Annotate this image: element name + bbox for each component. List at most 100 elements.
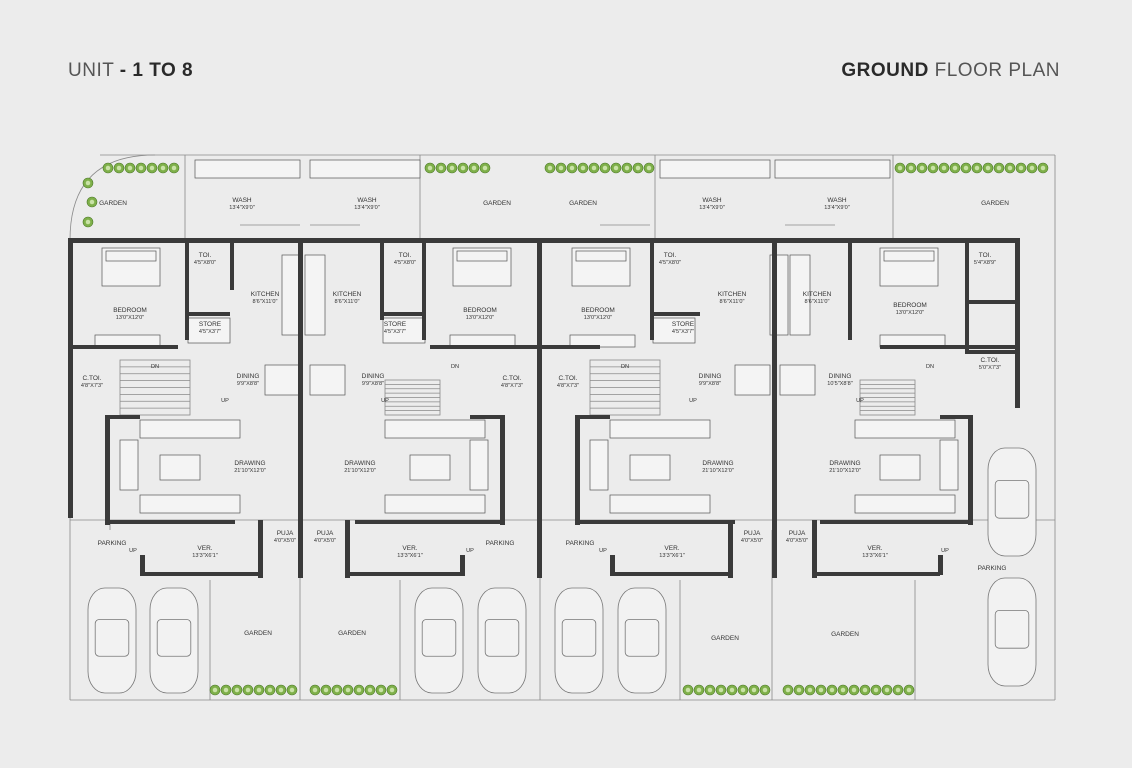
wall [380, 240, 384, 320]
room-label-dining: DINING [237, 373, 260, 380]
room-label-store: STORE [672, 321, 695, 328]
room-label-toi: TOI. [399, 252, 412, 259]
wall [298, 238, 303, 578]
sofa-icon [139, 494, 241, 514]
room-label-dining-dimension: 9'9"X8'8" [699, 381, 721, 387]
room-label-wash: WASH [702, 197, 722, 204]
plant-center-icon [367, 687, 373, 693]
car-roof-icon [624, 619, 660, 657]
room-label-drawing: DRAWING [829, 460, 860, 467]
car-roof-icon [156, 619, 192, 657]
room-label-ctoi: C.TOI. [82, 375, 101, 382]
unit-title: UNIT - 1 TO 8 [68, 60, 193, 82]
room-label-ctoi: C.TOI. [558, 375, 577, 382]
stair-marker: DN [926, 364, 934, 370]
wall [185, 312, 230, 316]
room-label-wash-dimension: 13'4"X9'0" [229, 205, 254, 211]
plant-center-icon [427, 165, 433, 171]
room-label-dining-dimension: 10'5"X8'8" [827, 381, 852, 387]
room-label-ctoi-dimension: 4'8"X7'3" [557, 383, 579, 389]
wall [105, 415, 140, 419]
sofa-icon [609, 494, 711, 514]
wall [938, 555, 943, 575]
plant-center-icon [460, 165, 466, 171]
car-roof-icon [994, 610, 1030, 649]
plant-center-icon [323, 687, 329, 693]
room-label-garden: GARDEN [244, 630, 272, 637]
room-label-dining-dimension: 9'9"X8'8" [237, 381, 259, 387]
plant-center-icon [547, 165, 553, 171]
sofa-icon [384, 494, 486, 514]
room-label-bedroom: BEDROOM [581, 307, 615, 314]
room-label-kitchen: KITCHEN [803, 291, 832, 298]
plant-center-icon [105, 165, 111, 171]
wall [575, 415, 610, 419]
wall [848, 240, 852, 340]
room-label-toi: TOI. [199, 252, 212, 259]
wall [380, 312, 425, 316]
plant-center-icon [127, 165, 133, 171]
plant-center-icon [930, 165, 936, 171]
room-label-toi-dimension: 4'5"X8'0" [659, 260, 681, 266]
plant-center-icon [85, 180, 91, 186]
wall [1015, 238, 1020, 408]
plant-center-icon [897, 165, 903, 171]
room-label-wash: WASH [827, 197, 847, 204]
wall [812, 520, 817, 578]
plant-center-icon [558, 165, 564, 171]
room-label-puja: PUJA [277, 530, 294, 537]
room-label-parking: PARKING [566, 540, 595, 547]
wall [350, 572, 465, 576]
room-label-drawing: DRAWING [234, 460, 265, 467]
plant-center-icon [160, 165, 166, 171]
floor-title-bold: GROUND [841, 60, 929, 81]
plant-center-icon [996, 165, 1002, 171]
room-label-wash: WASH [357, 197, 377, 204]
room-label-wash-dimension: 13'4"X9'0" [824, 205, 849, 211]
plant-center-icon [646, 165, 652, 171]
dining-table-icon [264, 364, 301, 396]
sofa-icon [384, 419, 486, 439]
plant-center-icon [707, 687, 713, 693]
wall [965, 350, 1015, 354]
plant-center-icon [895, 687, 901, 693]
room-label-puja-dimension: 4'0"X5'0" [314, 538, 336, 544]
sofa-icon [469, 439, 489, 491]
room-label-drawing: DRAWING [702, 460, 733, 467]
kitchen-counter [304, 254, 326, 336]
room-label-garden: GARDEN [981, 200, 1009, 207]
stair-marker: UP [221, 398, 229, 404]
pillow-icon [105, 250, 157, 262]
kitchen-counter [659, 159, 771, 179]
room-label-bedroom-dimension: 13'0"X12'0" [896, 310, 925, 316]
room-label-kitchen-dimension: 8'6"X11'0" [253, 299, 278, 305]
coffee-table-icon [409, 454, 451, 481]
plant-center-icon [602, 165, 608, 171]
room-label-kitchen: KITCHEN [251, 291, 280, 298]
unit-range: - 1 TO 8 [119, 60, 194, 81]
plant-center-icon [696, 687, 702, 693]
room-label-dining: DINING [362, 373, 385, 380]
room-label-kitchen-dimension: 8'6"X11'0" [335, 299, 360, 305]
plant-center-icon [482, 165, 488, 171]
wall [650, 312, 700, 316]
room-label-bedroom-dimension: 13'0"X12'0" [116, 315, 145, 321]
wall [140, 572, 260, 576]
kitchen-counter [789, 254, 811, 336]
wall [537, 238, 542, 578]
plant-center-icon [873, 687, 879, 693]
wall [68, 238, 73, 518]
room-label-puja: PUJA [317, 530, 334, 537]
wall [610, 572, 730, 576]
room-label-garden: GARDEN [569, 200, 597, 207]
plant-center-icon [829, 687, 835, 693]
room-label-store: STORE [199, 321, 222, 328]
wall [880, 345, 1020, 349]
plant-center-icon [356, 687, 362, 693]
room-label-kitchen-dimension: 8'6"X11'0" [805, 299, 830, 305]
wardrobe [569, 334, 636, 348]
kitchen-counter [281, 254, 301, 336]
coffee-table-icon [879, 454, 921, 481]
